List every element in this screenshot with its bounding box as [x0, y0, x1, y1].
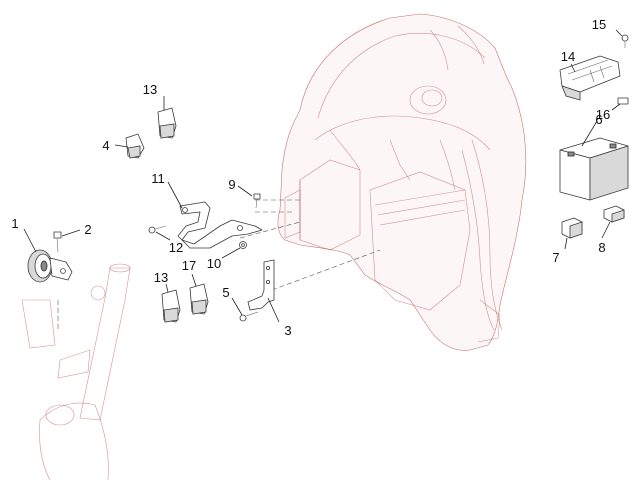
horn-part: [27, 249, 73, 283]
callout-14: 14: [561, 49, 575, 64]
callout-13-upper: 13: [143, 82, 157, 97]
screw-part-9: [253, 193, 261, 209]
callout-8: 8: [598, 240, 605, 255]
callout-16: 16: [596, 107, 610, 122]
relay-part-13-upper: [157, 107, 177, 139]
screw-part-15: [621, 34, 629, 48]
body-shell: [277, 13, 527, 351]
relay-part-13-lower: [161, 289, 181, 323]
fuse-box-part-14: [559, 55, 621, 101]
callout-11: 11: [151, 171, 165, 186]
steering-column: [21, 263, 131, 481]
bracket-part-3: [247, 259, 275, 311]
callout-10: 10: [207, 256, 221, 271]
screw-part-2: [53, 231, 62, 253]
callout-6: 6: [595, 112, 602, 127]
bracket-part-11: [177, 201, 263, 249]
callout-7: 7: [552, 250, 559, 265]
callout-2: 2: [84, 222, 91, 237]
callouts: 1 2 3 4 5 6 7 8 9 10 11 12 13 13 14 15 1…: [11, 17, 610, 338]
callout-12: 12: [169, 240, 183, 255]
screw-part-12: [148, 225, 167, 234]
fuse-part-16: [617, 97, 629, 105]
screw-part-5: [239, 311, 259, 322]
leader-lines: [23, 29, 623, 323]
assembly-lines: [57, 199, 381, 330]
battery-part-6: [559, 137, 629, 201]
callout-1: 1: [11, 216, 18, 231]
callout-3: 3: [284, 323, 291, 338]
callout-17: 17: [182, 258, 196, 273]
relay-part-17: [189, 283, 209, 315]
nut-part-10: [239, 241, 247, 249]
callout-5: 5: [222, 285, 229, 300]
relay-part-4: [125, 133, 145, 159]
callout-9: 9: [228, 177, 235, 192]
callout-15: 15: [592, 17, 606, 32]
callout-4: 4: [102, 138, 109, 153]
connector-part-8: [603, 205, 625, 223]
connector-part-7: [561, 217, 583, 239]
callout-13-lower: 13: [154, 270, 168, 285]
